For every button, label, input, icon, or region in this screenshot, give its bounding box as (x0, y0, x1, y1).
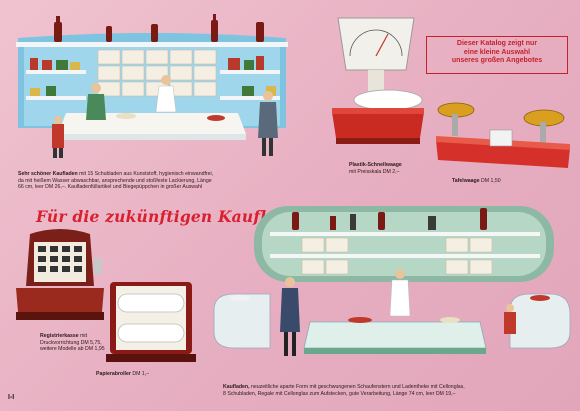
cash-register-illustration (16, 229, 104, 320)
plastic-scale-illustration (332, 17, 424, 144)
notice-line-1: Dieser Katalog zeigt nur (456, 40, 538, 47)
shop-green-caption: Kaufladen, neuzeitliche aparte Form mit … (223, 384, 573, 397)
scale-price: mit Preisskala DM 2,– (349, 168, 400, 175)
register-text-1: mit (78, 333, 88, 339)
notice-box: Dieser Katalog zeigt nur eine kleine Aus… (426, 36, 568, 74)
toy-shop-illustration-green (213, 206, 571, 356)
register-text-3: weitere Modelle ab DM 1,95 (40, 346, 105, 353)
paper-roller-name: Papierabroller (96, 371, 131, 377)
shop-blue-text-1: mit 15 Schubladen aus Kunststoff, hygien… (77, 171, 214, 177)
shop-blue-text-2: da mit heißem Wasser abwaschbar, ansprec… (18, 177, 212, 184)
toy-shop-illustration-blue (16, 14, 288, 158)
shop-green-name: Kaufladen, (223, 384, 250, 390)
page-number: I-I (8, 394, 15, 401)
register-text-2: Druckvorrichtung DM 5,75, (40, 339, 102, 346)
table-scale-price: DM 1,50 (479, 178, 501, 184)
shop-green-text-1: neuzeitliche aparte Form mit geschwungen… (249, 384, 465, 390)
notice-line-3: unseres großen Angebotes (451, 57, 543, 65)
register-caption: Registrierkasse mit Druckvorrichtung DM … (40, 333, 120, 353)
scale-name: Plastik-Schnellwaage (349, 162, 402, 168)
register-name: Registrierkasse (40, 333, 79, 339)
paper-roller-illustration (106, 282, 196, 362)
shop-blue-name: Sehr schöner Kaufladen (18, 171, 78, 177)
paper-roller-price: DM 1,– (130, 371, 150, 377)
shop-green-text-2: 8 Schubladen, Regale mit Cellonglas zum … (223, 390, 456, 397)
table-scale-illustration (436, 102, 570, 168)
paper-roller-caption: Papierabroller DM 1,– (96, 371, 149, 378)
scale-caption: Plastik-Schnellwaage mit Preisskala DM 2… (349, 162, 449, 175)
shop-blue-text-3: 66 cm, leer DM 26,–. Kaufladenfüllartike… (18, 184, 202, 191)
section-heading: Für die zukünftigen Kaufleute (36, 207, 306, 226)
table-scale-name: Tafelwaage (452, 178, 480, 184)
notice-line-2: eine kleine Auswahl (463, 48, 531, 56)
table-scale-caption: Tafelwaage DM 1,50 (452, 178, 501, 185)
shop-blue-caption: Sehr schöner Kaufladen mit 15 Schubladen… (18, 171, 308, 191)
